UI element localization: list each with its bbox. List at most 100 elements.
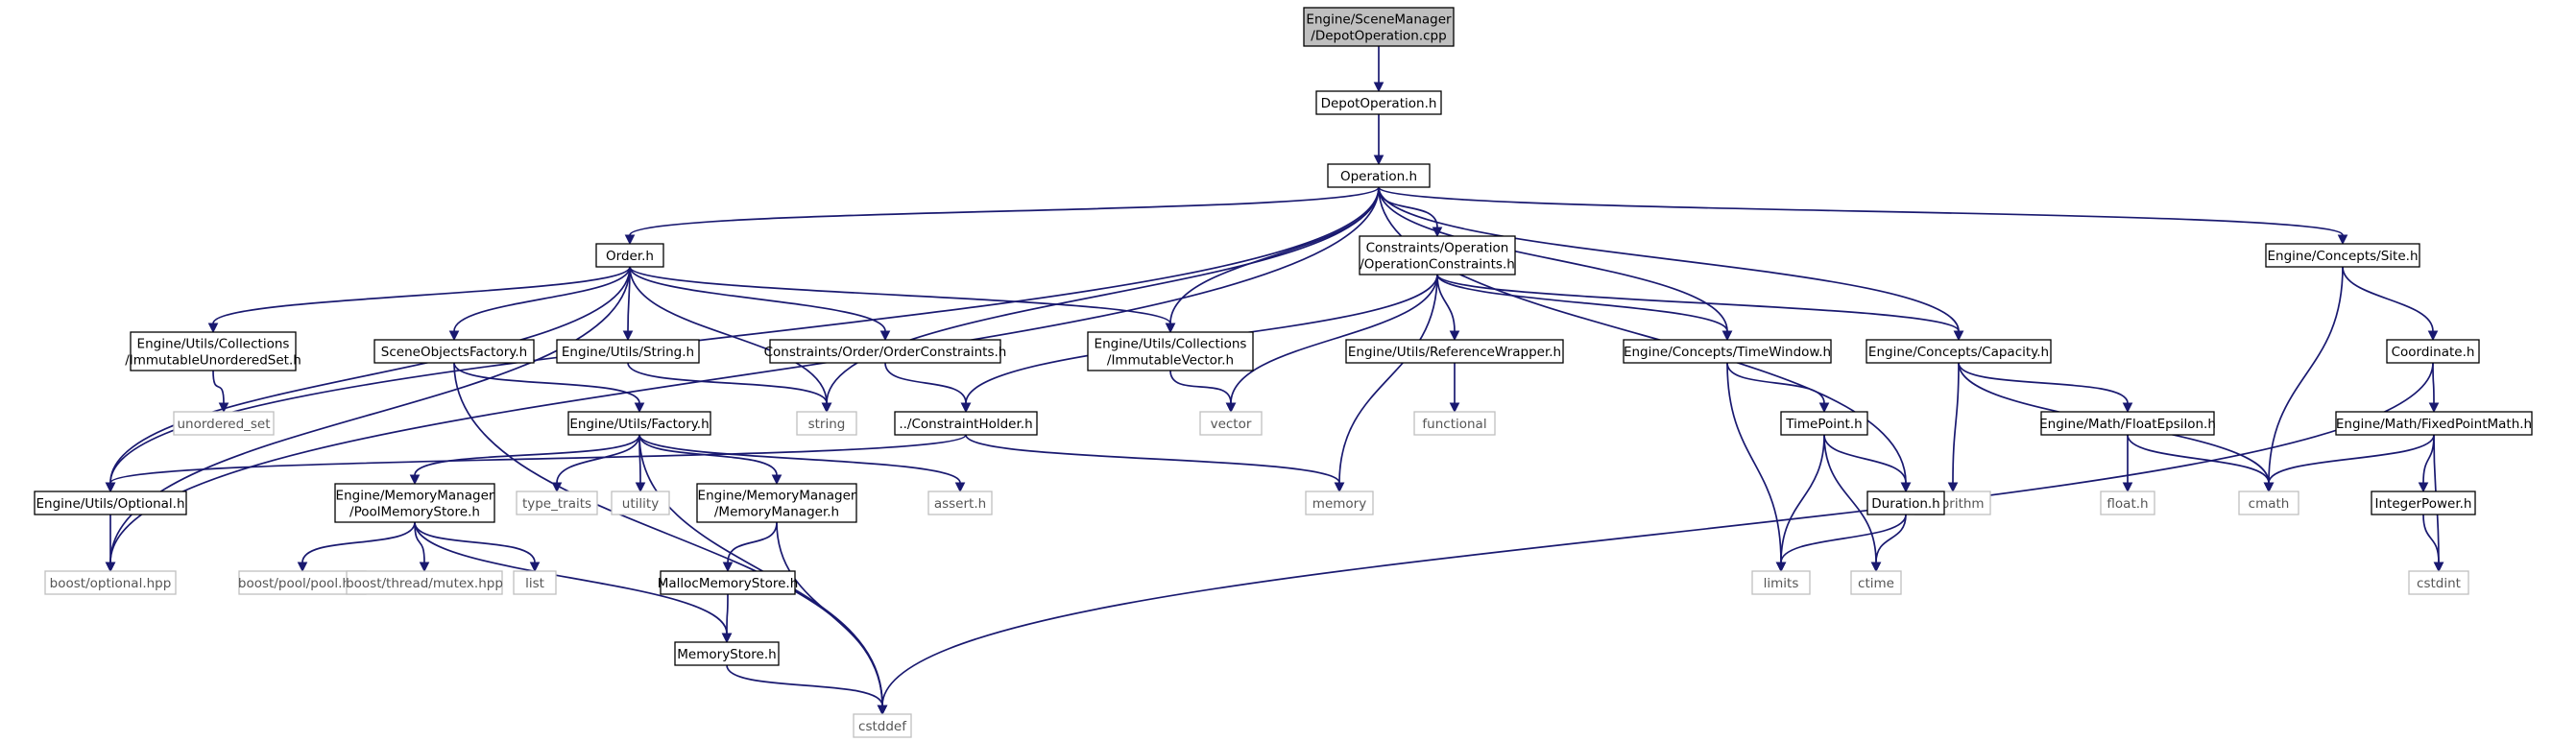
node-immset[interactable]: Engine/Utils/Collections/ImmutableUnorde… [125, 331, 301, 371]
node-box [674, 641, 780, 666]
node-cstdint[interactable]: cstdint [2408, 570, 2469, 595]
node-intpower[interactable]: IntegerPower.h [2371, 491, 2476, 515]
node-ctime[interactable]: ctime [1850, 570, 1902, 595]
node-poolmem[interactable]: Engine/MemoryManager/PoolMemoryStore.h [334, 483, 495, 523]
node-label: MemoryStore.h [677, 647, 776, 662]
node-memory[interactable]: memory [1305, 491, 1374, 515]
edge-order-to-immset [207, 266, 631, 334]
node-label: boost/pool/pool.hpp [238, 576, 367, 591]
node-box [567, 411, 711, 436]
node-refwrap[interactable]: Engine/Utils/ReferenceWrapper.h [1345, 339, 1564, 364]
node-label: ../ConstraintHolder.h [899, 417, 1032, 432]
node-functional[interactable]: functional [1413, 411, 1496, 436]
node-timewindow[interactable]: Engine/Concepts/TimeWindow.h [1623, 339, 1832, 364]
node-label: Engine/Utils/String.h [562, 345, 694, 360]
node-box [894, 411, 1038, 436]
node-label: Order.h [606, 249, 654, 264]
node-label: Engine/Utils/Optional.h [36, 496, 185, 512]
node-label: boost/thread/mutex.hpp [346, 576, 503, 591]
edge-site-to-coordinate [2342, 266, 2439, 342]
node-capacity[interactable]: Engine/Concepts/Capacity.h [1866, 339, 2052, 364]
edge-timewindow-to-limits [1726, 362, 1787, 573]
node-box [611, 491, 670, 515]
node-optional[interactable]: Engine/Utils/Optional.h [34, 491, 187, 515]
node-label: Engine/Math/FloatEpsilon.h [2039, 417, 2216, 432]
node-utilsfactory[interactable]: Engine/Utils/Factory.h [567, 411, 711, 436]
node-boostmutex[interactable]: boost/thread/mutex.hpp [346, 570, 503, 595]
node-vector[interactable]: vector [1199, 411, 1263, 436]
node-limits[interactable]: limits [1751, 570, 1811, 595]
node-string[interactable]: string [796, 411, 857, 436]
node-fixedpoint[interactable]: Engine/Math/FixedPointMath.h [2335, 411, 2533, 436]
edge-utilsfactory-to-poolmem [409, 434, 640, 486]
node-operation[interactable]: Operation.h [1327, 163, 1431, 188]
node-unordset[interactable]: unordered_set [173, 411, 275, 436]
edge-opconstraints-to-capacity [1436, 274, 1964, 342]
node-opconstraints[interactable]: Constraints/Operation/OperationConstrain… [1359, 235, 1516, 275]
node-sceneobj[interactable]: SceneObjectsFactory.h [373, 339, 535, 364]
node-label: Engine/Utils/Factory.h [569, 417, 709, 432]
edge-poolmem-to-list [414, 521, 541, 573]
node-floath[interactable]: float.h [2100, 491, 2155, 515]
node-box [1315, 90, 1442, 115]
node-box [2265, 243, 2420, 268]
node-boostopt[interactable]: boost/optional.hpp [44, 570, 177, 595]
node-label: Engine/Concepts/TimeWindow.h [1624, 345, 1831, 360]
edge-duration-to-ctime [1870, 514, 1907, 573]
node-order[interactable]: Order.h [595, 243, 664, 268]
node-label: TimePoint.h [1785, 417, 1862, 432]
edge-operation-to-site [1378, 186, 2348, 246]
node-asserth[interactable]: assert.h [927, 491, 993, 515]
node-boostpool[interactable]: boost/pool/pool.hpp [238, 570, 367, 595]
node-coordinate[interactable]: Coordinate.h [2386, 339, 2480, 364]
node-cmath[interactable]: cmath [2238, 491, 2299, 515]
node-utilsstring[interactable]: Engine/Utils/String.h [556, 339, 700, 364]
node-duration[interactable]: Duration.h [1866, 491, 1945, 515]
edge-site-to-cmath [2263, 266, 2344, 493]
node-label: functional [1422, 417, 1486, 432]
node-box [696, 483, 857, 523]
edge-utilsfactory-to-asserth [638, 434, 966, 493]
node-box [1305, 491, 1374, 515]
node-memstore[interactable]: MemoryStore.h [674, 641, 780, 666]
node-list[interactable]: list [513, 570, 557, 595]
node-typetraits[interactable]: type_traits [516, 491, 598, 515]
node-box [1303, 7, 1455, 47]
node-label: Constraints/Operation [1366, 241, 1509, 256]
node-label: Engine/Math/FixedPointMath.h [2336, 417, 2532, 432]
node-label: Engine/Utils/Collections [137, 337, 290, 352]
node-floateps[interactable]: Engine/Math/FloatEpsilon.h [2039, 411, 2216, 436]
node-box [173, 411, 275, 436]
edge-utilsstring-to-string [627, 362, 832, 414]
node-root[interactable]: Engine/SceneManager/DepotOperation.cpp [1303, 7, 1455, 47]
edge-utilsfactory-to-memmanager [638, 434, 782, 486]
node-cstddef[interactable]: cstddef [853, 713, 912, 738]
node-orderconstr[interactable]: Constraints/Order/OrderConstraints.h [764, 339, 1007, 364]
node-timepoint[interactable]: TimePoint.h [1780, 411, 1868, 436]
node-label: Engine/Concepts/Capacity.h [1868, 345, 2049, 360]
node-label: /DepotOperation.cpp [1311, 29, 1446, 44]
node-label: cstddef [858, 719, 907, 734]
node-label: Engine/SceneManager [1306, 12, 1452, 28]
node-label: /MemoryManager.h [714, 505, 839, 520]
edge-order-to-orderconstr [629, 266, 891, 342]
node-utility[interactable]: utility [611, 491, 670, 515]
node-label: Engine/Concepts/Site.h [2268, 249, 2419, 264]
node-label: ctime [1858, 576, 1894, 591]
node-constrholder[interactable]: ../ConstraintHolder.h [894, 411, 1038, 436]
node-box [44, 570, 177, 595]
node-label: cmath [2249, 496, 2290, 512]
node-mallocmem[interactable]: MallocMemoryStore.h [658, 570, 799, 595]
node-box [1623, 339, 1832, 364]
node-box [34, 491, 187, 515]
node-box [660, 570, 796, 595]
node-label: Engine/MemoryManager [336, 489, 494, 504]
node-label: Engine/MemoryManager [698, 489, 856, 504]
node-box [2100, 491, 2155, 515]
node-immvec[interactable]: Engine/Utils/Collections/ImmutableVector… [1087, 331, 1254, 371]
node-site[interactable]: Engine/Concepts/Site.h [2265, 243, 2420, 268]
node-memmanager[interactable]: Engine/MemoryManager/MemoryManager.h [696, 483, 857, 523]
node-box [1780, 411, 1868, 436]
node-depotop[interactable]: DepotOperation.h [1315, 90, 1442, 115]
